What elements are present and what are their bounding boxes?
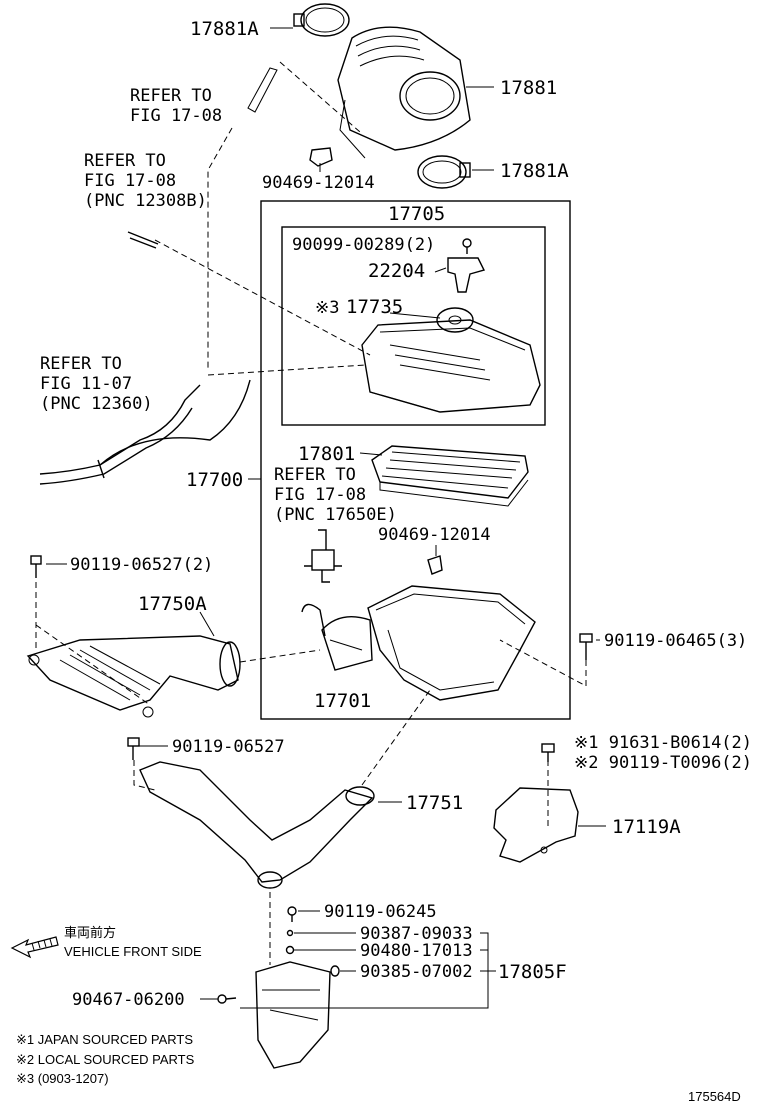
label-17881A-top: 17881A xyxy=(190,18,259,40)
ref4-line3: (PNC 17650E) xyxy=(274,505,397,525)
note-3: ※3 (0903-1207) xyxy=(16,1071,109,1086)
intake-duct-17751 xyxy=(133,689,431,889)
label-17750A: 17750A xyxy=(138,593,207,615)
label-17801: 17801 xyxy=(298,443,355,465)
clip-90467 xyxy=(217,994,237,1004)
ref2-line1: REFER TO xyxy=(84,151,166,171)
label-17881: 17881 xyxy=(500,77,557,99)
grommet-90385 xyxy=(330,965,340,977)
intake-hose-17881 xyxy=(337,26,471,159)
ref3-line2: FIG 11-07 xyxy=(40,374,132,394)
label-90119-06245: 90119-06245 xyxy=(324,902,437,922)
ref-hose-lines xyxy=(39,61,371,485)
direction-en: VEHICLE FRONT SIDE xyxy=(64,944,202,959)
label-17805F: 17805F xyxy=(498,961,567,983)
ref2-line3: (PNC 12308B) xyxy=(84,191,207,211)
vsv-part xyxy=(304,529,342,583)
label-22204: 22204 xyxy=(368,260,425,282)
label-17701: 17701 xyxy=(314,690,371,712)
figure-code: 175564D xyxy=(688,1089,741,1104)
clip-90469-mid xyxy=(427,545,443,575)
direction-jp: 車両前方 xyxy=(64,925,116,940)
label-90119-T0096: ※2 90119-T0096(2) xyxy=(574,753,752,773)
clip-90387 xyxy=(286,929,294,937)
ref4-line2: FIG 17-08 xyxy=(274,485,366,505)
arrow-left-icon xyxy=(10,936,59,959)
clip-90469-top xyxy=(309,147,333,167)
label-90119-06465: 90119-06465(3) xyxy=(604,631,747,651)
bolt-91631 xyxy=(541,743,555,762)
assembly-box-17700 xyxy=(260,200,571,720)
label-17119A: 17119A xyxy=(612,816,681,838)
label-90469-mid: 90469-12014 xyxy=(378,525,491,545)
label-17735-mark: ※3 xyxy=(315,298,339,318)
ref3-line1: REFER TO xyxy=(40,354,122,374)
label-90467: 90467-06200 xyxy=(72,990,185,1010)
label-90385: 90385-07002 xyxy=(360,962,473,982)
bolt-90119-06527 xyxy=(127,737,140,760)
hose-clamp-top xyxy=(293,3,350,37)
label-90480: 90480-17013 xyxy=(360,941,473,961)
ref4-line1: REFER TO xyxy=(274,465,356,485)
label-91631: ※1 91631-B0614(2) xyxy=(574,733,752,753)
screw-90099 xyxy=(462,238,472,254)
label-90119-06527-2: 90119-06527(2) xyxy=(70,555,213,575)
note-2: ※2 LOCAL SOURCED PARTS xyxy=(16,1052,195,1067)
screw-90119-06245 xyxy=(287,906,297,922)
bracket-17119A xyxy=(493,760,579,863)
air-flow-sensor xyxy=(447,257,486,293)
label-90099: 90099-00289(2) xyxy=(292,235,435,255)
bolt-90119-06465 xyxy=(499,633,593,687)
air-cleaner-case xyxy=(301,585,536,701)
label-17751: 17751 xyxy=(406,792,463,814)
ref2-line2: FIG 17-08 xyxy=(84,171,176,191)
note-1: ※1 JAPAN SOURCED PARTS xyxy=(16,1032,193,1047)
bolt-90119-06527-2 xyxy=(30,555,42,578)
intake-duct-17750A xyxy=(26,572,321,718)
label-90469-top: 90469-12014 xyxy=(262,173,375,193)
label-17881A-bottom: 17881A xyxy=(500,160,569,182)
label-17735: 17735 xyxy=(346,296,403,318)
leader-lines xyxy=(46,27,606,1009)
assembly-box-17705 xyxy=(281,226,546,426)
ref1-line2: FIG 17-08 xyxy=(130,106,222,126)
ref1-line1: REFER TO xyxy=(130,86,212,106)
label-17700: 17700 xyxy=(186,469,243,491)
ref3-line3: (PNC 12360) xyxy=(40,394,153,414)
grommet-90480 xyxy=(285,945,295,955)
air-cleaner-cap xyxy=(361,307,541,413)
label-90119-06527: 90119-06527 xyxy=(172,737,285,757)
label-90387: 90387-09033 xyxy=(360,924,473,944)
air-filter-element xyxy=(371,445,529,507)
hose-clamp-bottom xyxy=(417,155,471,189)
resonator-17805F xyxy=(255,892,331,1069)
label-17705: 17705 xyxy=(388,203,445,225)
